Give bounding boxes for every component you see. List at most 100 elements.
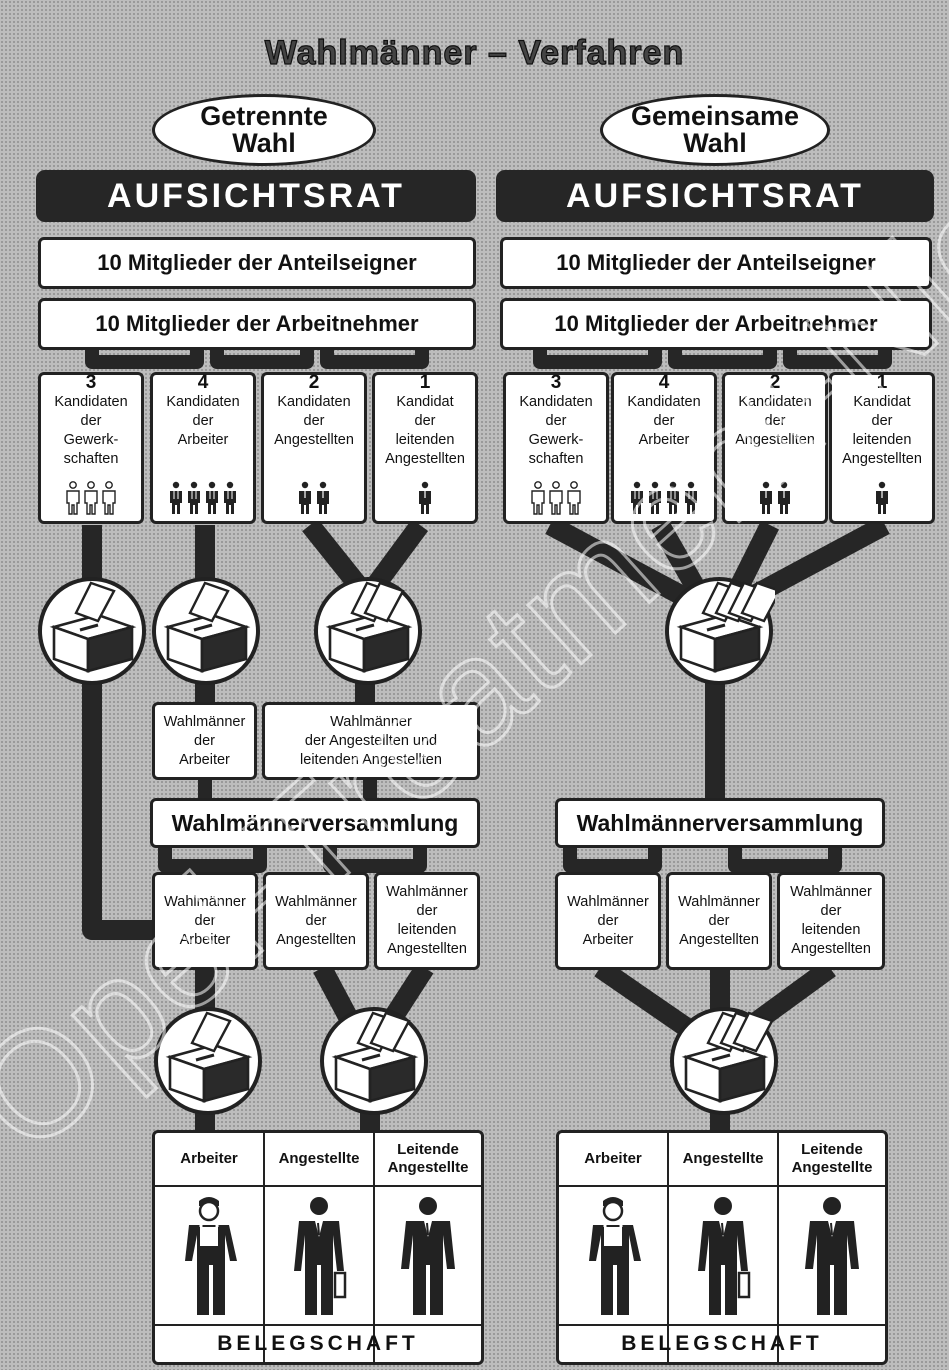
ballot-box-icon xyxy=(668,1005,780,1122)
divider xyxy=(263,1133,265,1362)
union-member-icon xyxy=(84,481,98,515)
candidate-figures xyxy=(832,481,932,515)
candidate-figures xyxy=(614,481,714,515)
electors-managers: Wahlmänner der leitenden Angestellten xyxy=(374,872,480,970)
worker-icon xyxy=(170,481,182,514)
board-banner: AUFSICHTSRAT xyxy=(36,170,476,222)
mode-label-joint: Gemeinsame Wahl xyxy=(600,94,830,166)
mode-label-line2: Wahl xyxy=(683,128,747,158)
union-member-icon xyxy=(66,481,80,515)
worker-icon xyxy=(188,481,200,514)
staff-label-employees: Angestellte xyxy=(265,1133,373,1187)
electors-assembly: Wahlmännerversammlung xyxy=(150,798,480,848)
staff-col-workers: Arbeiter xyxy=(559,1133,667,1362)
union-member-icon xyxy=(567,481,581,515)
ballot-box-icon xyxy=(150,575,262,692)
candidate-count: 1 xyxy=(419,372,431,393)
workforce-label: BELEGSCHAFT xyxy=(559,1324,885,1362)
electors-employees-managers: Wahlmänner der Angestellten und leitende… xyxy=(262,702,480,780)
ballot-box-icon xyxy=(318,1005,430,1122)
employee-icon xyxy=(419,481,431,514)
candidate-figures xyxy=(375,481,475,515)
mode-label-line1: Getrennte xyxy=(200,101,328,131)
workforce-label: BELEGSCHAFT xyxy=(155,1324,481,1362)
electors-workers-upper: Wahlmänner der Arbeiter xyxy=(152,702,257,780)
workforce-panel-left: Arbeiter Angestellte Leitende Angestellt… xyxy=(152,1130,484,1365)
candidate-label: Kandidat der leitenden Angestellten xyxy=(385,394,465,467)
electors-assembly: Wahlmännerversammlung xyxy=(555,798,885,848)
mode-label-separate: Getrennte Wahl xyxy=(152,94,376,166)
candidate-label: Kandidaten der Angestellten xyxy=(735,394,815,448)
staff-label-managers: Leitende Angestellte xyxy=(779,1133,885,1187)
staff-label-employees: Angestellte xyxy=(669,1133,777,1187)
worker-icon xyxy=(206,481,218,514)
candidate-label: Kandidaten der Angestellten xyxy=(274,394,354,448)
candidate-figures xyxy=(41,481,141,515)
staff-label-managers: Leitende Angestellte xyxy=(375,1133,481,1187)
manager-icon xyxy=(800,1193,864,1328)
workforce-panel-right: Arbeiter Angestellte Leitende Angestellt… xyxy=(556,1130,888,1365)
candidate-label: Kandidaten der Gewerk- schaften xyxy=(54,394,128,467)
candidate-figures xyxy=(153,481,253,515)
staff-col-employees: Angestellte xyxy=(669,1133,777,1362)
worker-icon xyxy=(667,481,679,514)
candidate-count: 4 xyxy=(658,372,670,393)
electors-employees: Wahlmänner der Angestellten xyxy=(666,872,772,970)
employee-icon xyxy=(691,1193,755,1328)
ballot-box-icon xyxy=(312,575,424,692)
employee-icon xyxy=(287,1193,351,1328)
divider xyxy=(667,1133,669,1362)
candidate-figures xyxy=(264,481,364,515)
divider xyxy=(777,1133,779,1362)
board-banner: AUFSICHTSRAT xyxy=(496,170,934,222)
union-member-icon xyxy=(531,481,545,515)
employee-icon xyxy=(760,481,772,514)
svg-text:Opel-Treatment-Nied: Opel-Treatment-Nied xyxy=(0,95,949,1184)
electors-employees: Wahlmänner der Angestellten xyxy=(263,872,369,970)
union-member-icon xyxy=(102,481,116,515)
candidate-figures xyxy=(725,481,825,515)
employee-icon xyxy=(299,481,311,514)
ballot-box-icon xyxy=(152,1005,264,1122)
candidate-count: 3 xyxy=(85,372,97,393)
staff-col-workers: Arbeiter xyxy=(155,1133,263,1362)
worker-icon xyxy=(224,481,236,514)
employee-icon xyxy=(317,481,329,514)
electors-managers: Wahlmänner der leitenden Angestellten xyxy=(777,872,885,970)
electors-workers: Wahlmänner der Arbeiter xyxy=(152,872,258,970)
staff-col-managers: Leitende Angestellte xyxy=(375,1133,481,1362)
candidate-label: Kandidaten der Arbeiter xyxy=(166,394,240,448)
page-title: Wahlmänner – Verfahren xyxy=(264,33,685,72)
divider xyxy=(373,1133,375,1362)
candidate-count: 3 xyxy=(550,372,562,393)
worker-icon xyxy=(581,1193,645,1328)
electors-workers: Wahlmänner der Arbeiter xyxy=(555,872,661,970)
candidate-figures xyxy=(506,481,606,515)
candidate-label: Kandidaten der Gewerk- schaften xyxy=(519,394,593,467)
candidate-label: Kandidat der leitenden Angestellten xyxy=(842,394,922,467)
employee-members: 10 Mitglieder der Arbeitnehmer xyxy=(500,298,932,350)
worker-icon xyxy=(649,481,661,514)
candidate-count: 4 xyxy=(197,372,209,393)
ballot-box-icon xyxy=(663,575,782,692)
mode-label-line2: Wahl xyxy=(232,128,296,158)
shareholder-members: 10 Mitglieder der Anteilseigner xyxy=(500,237,932,289)
staff-label-workers: Arbeiter xyxy=(155,1133,263,1187)
worker-icon xyxy=(631,481,643,514)
employee-members: 10 Mitglieder der Arbeitnehmer xyxy=(38,298,476,350)
employee-icon xyxy=(778,481,790,514)
mode-label-line1: Gemeinsame xyxy=(630,101,800,131)
ballot-box-icon xyxy=(36,575,148,692)
candidate-count: 2 xyxy=(769,372,781,393)
candidate-count: 2 xyxy=(308,372,320,393)
shareholder-members: 10 Mitglieder der Anteilseigner xyxy=(38,237,476,289)
staff-label-workers: Arbeiter xyxy=(559,1133,667,1187)
staff-col-managers: Leitende Angestellte xyxy=(779,1133,885,1362)
